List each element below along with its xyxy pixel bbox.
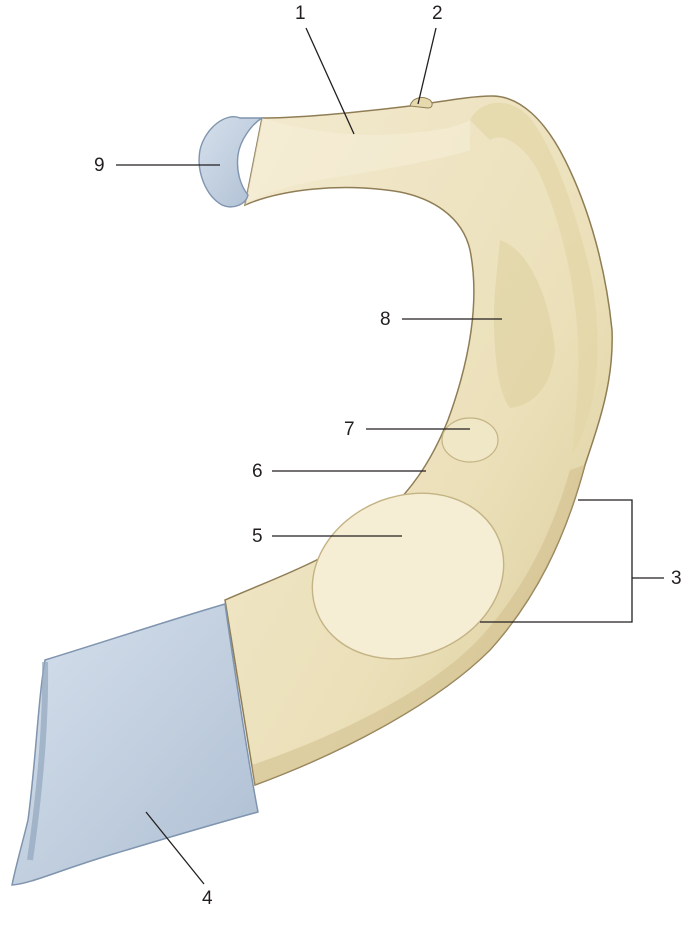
- tubercle: [410, 98, 432, 108]
- label-1: 1: [295, 4, 306, 23]
- facet-small: [442, 418, 498, 462]
- label-7: 7: [344, 420, 355, 439]
- label-2: 2: [432, 4, 443, 23]
- label-4: 4: [202, 889, 213, 908]
- label-3: 3: [671, 569, 682, 588]
- leader-2: [418, 28, 436, 104]
- label-8: 8: [380, 310, 391, 329]
- label-9: 9: [94, 156, 105, 175]
- costal-cartilage: [12, 604, 258, 885]
- label-6: 6: [252, 462, 263, 481]
- label-5: 5: [252, 527, 263, 546]
